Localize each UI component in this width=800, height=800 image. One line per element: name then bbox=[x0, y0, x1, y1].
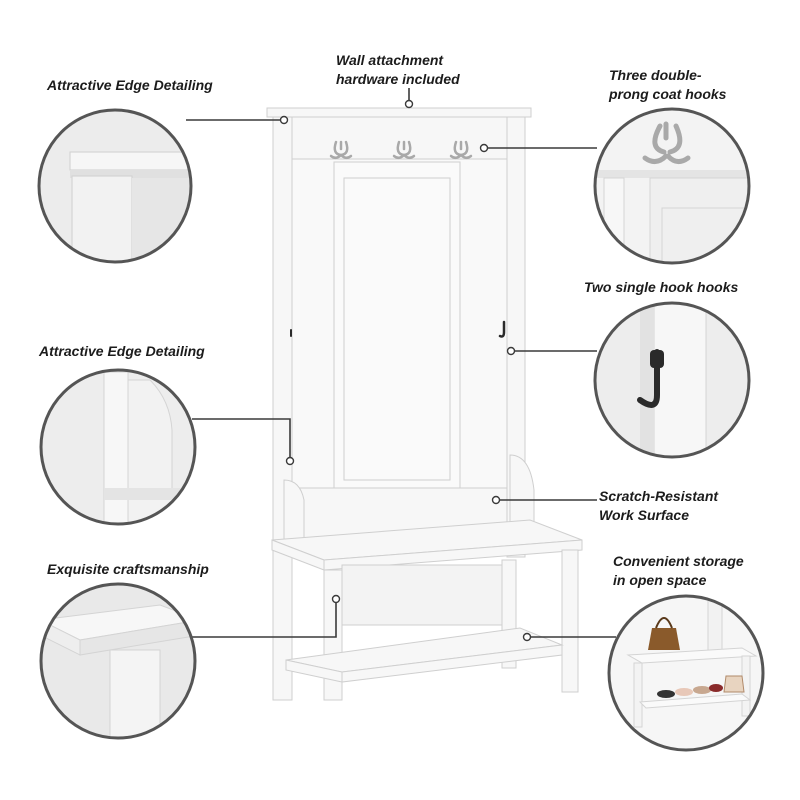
single-hook-icon bbox=[498, 320, 506, 338]
leader-craftsmanship bbox=[190, 600, 337, 638]
lower-shelf-side bbox=[341, 644, 563, 683]
detail-circle-craftsmanship bbox=[39, 582, 197, 740]
callout-dot bbox=[522, 632, 532, 642]
coat-hook-icon bbox=[449, 140, 473, 159]
callout-line: Convenient storage bbox=[613, 553, 744, 569]
black-hook-icon bbox=[637, 349, 660, 408]
detail-circle-storage bbox=[607, 594, 765, 752]
callout-label-wall-hardware: Wall attachment hardware included bbox=[336, 51, 460, 89]
front-right-leg bbox=[561, 549, 579, 693]
top-crown bbox=[266, 107, 532, 118]
callout-dot bbox=[506, 346, 516, 356]
callout-line: Scratch-Resistant bbox=[599, 488, 719, 504]
raised-panel-inset bbox=[343, 177, 451, 481]
callout-label-craftsmanship: Exquisite craftsmanship bbox=[47, 560, 209, 579]
callout-label-single-hooks: Two single hook hooks bbox=[584, 278, 738, 297]
callout-line: Attractive Edge Detailing bbox=[47, 77, 213, 93]
callout-dot bbox=[285, 456, 295, 466]
callout-line: Exquisite craftsmanship bbox=[47, 561, 209, 577]
coat-hook-icon bbox=[329, 140, 353, 159]
double-hook-icon bbox=[642, 121, 691, 164]
small-bag-icon bbox=[723, 675, 745, 693]
shoe-icon bbox=[709, 684, 723, 692]
shoe-icon bbox=[675, 688, 693, 696]
callout-label-edge-side: Attractive Edge Detailing bbox=[39, 342, 205, 361]
detail-circle-single-hook bbox=[593, 301, 751, 459]
callout-line: hardware included bbox=[336, 71, 460, 87]
left-side-arm bbox=[283, 479, 305, 546]
callout-line: Attractive Edge Detailing bbox=[39, 343, 205, 359]
hall-tree bbox=[266, 107, 583, 701]
detail-circle-edge-top bbox=[37, 108, 193, 264]
callout-dot bbox=[404, 99, 414, 109]
callout-line: prong coat hooks bbox=[609, 86, 727, 102]
callout-line: Wall attachment bbox=[336, 52, 444, 68]
detail-circle-edge-side bbox=[39, 368, 197, 526]
raised-panel bbox=[333, 161, 461, 490]
left-post bbox=[272, 116, 293, 701]
callout-dot bbox=[331, 594, 341, 604]
shoe-icon bbox=[693, 686, 711, 694]
shoe-icon bbox=[657, 690, 675, 698]
callout-line: Three double- bbox=[609, 67, 702, 83]
callout-line: Work Surface bbox=[599, 507, 689, 523]
callout-label-storage: Convenient storage in open space bbox=[613, 552, 744, 590]
callout-line: Two single hook hooks bbox=[584, 279, 739, 295]
coat-hook-icon bbox=[392, 140, 416, 159]
callout-dot bbox=[491, 495, 501, 505]
callout-label-edge-top: Attractive Edge Detailing bbox=[47, 76, 213, 95]
bench-seat-side bbox=[323, 539, 583, 571]
detail-circle-coat-hook bbox=[593, 107, 751, 265]
leader-edge-side bbox=[192, 418, 291, 460]
callout-label-coat-hooks: Three double- prong coat hooks bbox=[609, 66, 726, 104]
callout-label-work-surface: Scratch-Resistant Work Surface bbox=[599, 487, 718, 525]
leader-lines bbox=[186, 88, 616, 638]
callout-line: in open space bbox=[613, 572, 707, 588]
callout-dot bbox=[279, 115, 289, 125]
handbag-icon bbox=[648, 628, 680, 650]
leader-dots bbox=[279, 99, 532, 642]
callout-dot bbox=[479, 143, 489, 153]
storage-back bbox=[341, 564, 503, 626]
coat-hooks-main bbox=[329, 140, 473, 159]
